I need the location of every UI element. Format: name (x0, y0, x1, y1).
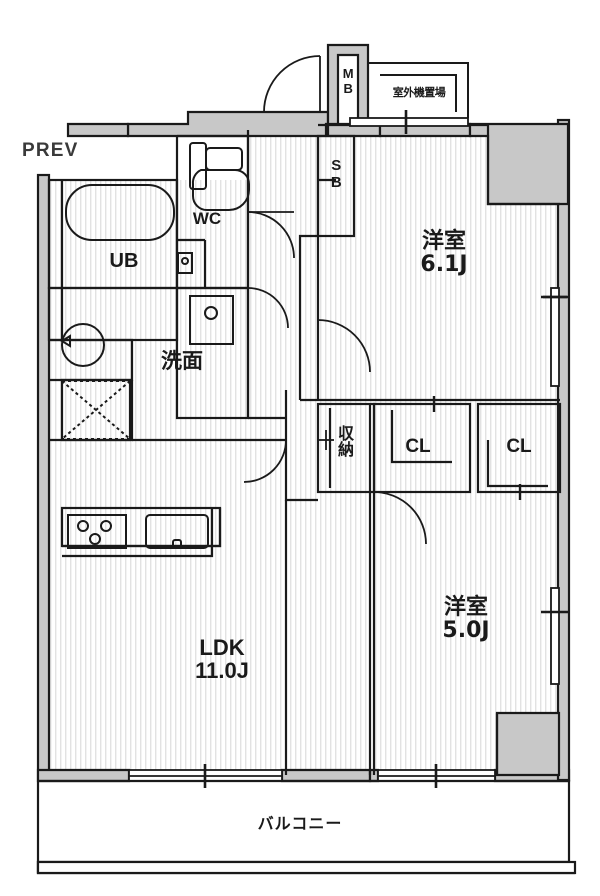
space-label-closet-2: CL (506, 436, 532, 457)
space-label-unitbath: UB (109, 250, 139, 272)
ac-area-opening (349, 110, 469, 134)
doors-group (243, 55, 427, 545)
toilet-fixture (189, 142, 250, 211)
bedroom-50-door (373, 491, 427, 545)
prev-link[interactable]: PREV (22, 140, 79, 161)
fixtures-group (60, 142, 250, 549)
floor-hatch-areas (48, 125, 560, 775)
storage-door (318, 430, 334, 450)
room-area-ldk: 11.0J (195, 658, 249, 684)
room-name-bedroom-61: 洋室 (421, 229, 466, 254)
entrance-tile (61, 380, 131, 440)
kitchen-sink (145, 514, 209, 549)
balcony-area (36, 779, 577, 875)
space-label-shoebox: SB (327, 157, 345, 191)
space-label-closet-1: CL (405, 436, 431, 457)
space-label-balcony: バルコニー (257, 814, 343, 833)
room-label-bedroom-61: 洋室 6.1J (394, 230, 494, 276)
window-right-lower (550, 587, 560, 685)
room-name-bedroom-50: 洋室 (443, 595, 488, 620)
space-label-wc: WC (192, 209, 222, 228)
space-label-storage: 収納 (335, 425, 354, 457)
entrance-door (263, 55, 321, 113)
vanity-sink (189, 295, 234, 345)
ldk-hall-door (243, 400, 287, 483)
paper-holder (177, 252, 193, 274)
space-label-meterbox: MB (340, 66, 356, 96)
gas-stove-3-burner (67, 514, 127, 549)
room-label-ldk: LDK 11.0J (172, 636, 272, 682)
ac-outdoor-area (368, 62, 469, 118)
washing-machine-pan (60, 323, 105, 367)
structural-walls (36, 43, 571, 783)
space-label-washroom: 洗面 (161, 349, 203, 373)
room-area-bedroom-50: 5.0J (442, 618, 490, 644)
room-name-ldk: LDK (199, 635, 245, 660)
space-label-ac-outdoor: 室外機置場 (392, 86, 446, 99)
washroom-door (247, 287, 289, 329)
interior-walls (47, 123, 562, 775)
wc-door (247, 211, 295, 259)
room-area-bedroom-61: 6.1J (420, 252, 468, 278)
room-label-bedroom-50: 洋室 5.0J (416, 596, 516, 642)
bedroom-61-door (317, 319, 371, 373)
bathtub (65, 184, 175, 241)
